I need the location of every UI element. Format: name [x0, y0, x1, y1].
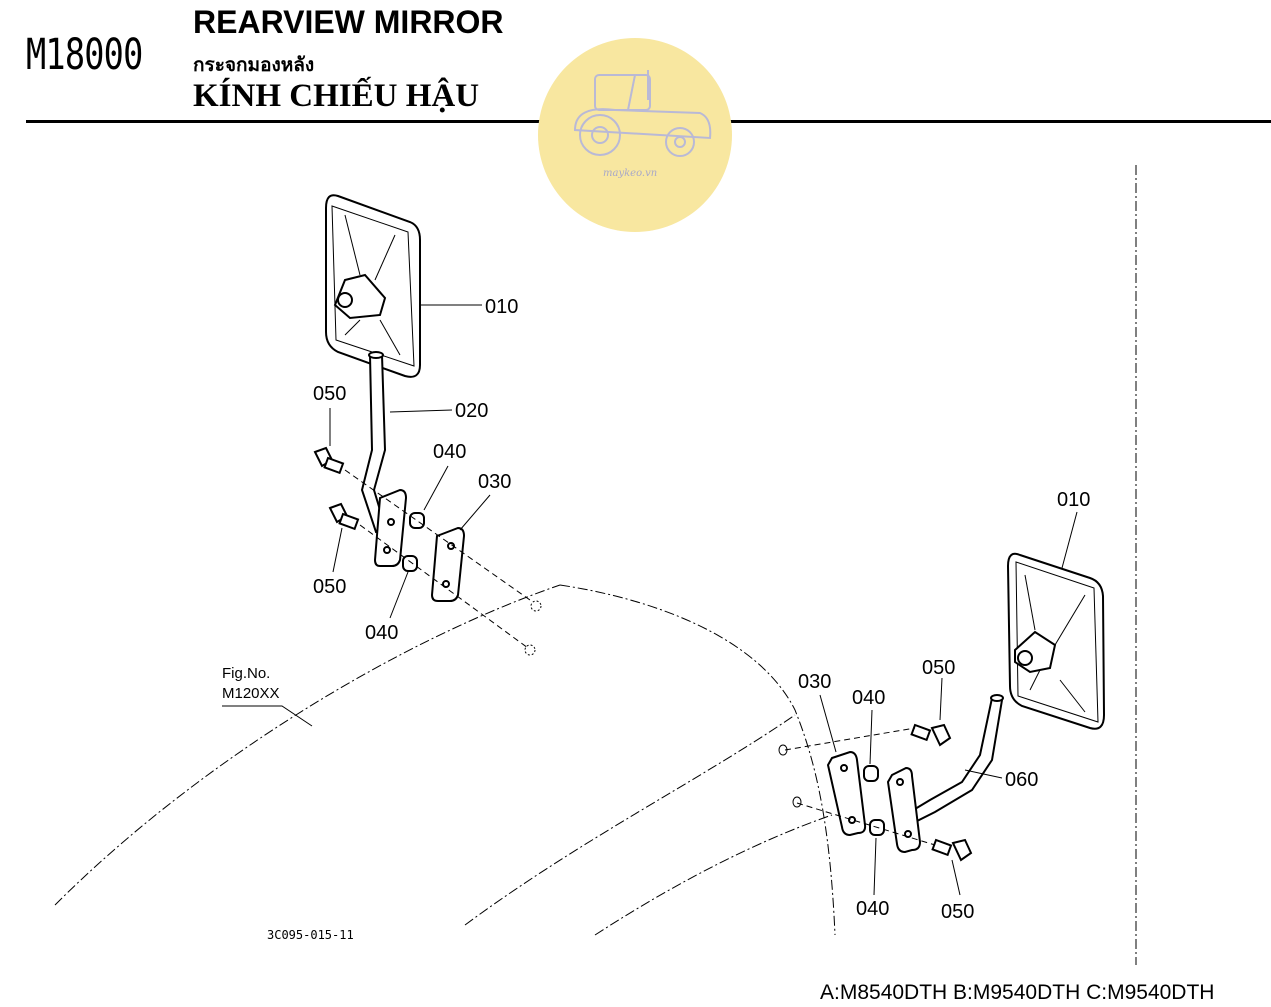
left-collar-bottom: [402, 555, 418, 572]
label-right-collar-bottom: 040: [856, 898, 889, 920]
right-bolt-bottom: [931, 838, 973, 862]
left-alignment-lines: [344, 469, 531, 649]
right-mirror-assembly: [826, 552, 1106, 862]
model-list: A:M8540DTH B:M9540DTH C:M9540DTH: [820, 981, 1215, 1004]
label-left-stay: 020: [455, 400, 488, 422]
label-right-collar-top: 040: [852, 687, 885, 709]
tractor-icon: [573, 70, 712, 157]
right-collar-top: [863, 765, 879, 782]
watermark-logo: maykeo.vn: [538, 38, 732, 232]
label-left-bolt-bottom: 050: [313, 576, 346, 598]
right-mount-hole-bottom: [792, 796, 802, 808]
label-left-mirror: 010: [485, 296, 518, 318]
left-plate-030: [430, 526, 466, 602]
right-leaders: [819, 511, 1078, 896]
right-bolt-top: [910, 723, 952, 747]
right-mirror-body: [1006, 552, 1106, 730]
right-stay: [908, 696, 1004, 824]
label-right-mirror: 010: [1057, 489, 1090, 511]
label-left-collar-bottom: 040: [365, 622, 398, 644]
left-stay-plate: [373, 488, 408, 567]
title-thai: กระจกมองหลัง: [193, 54, 315, 76]
left-mirror-shading: [344, 214, 401, 356]
figure-ref-label: Fig.No.: [222, 665, 270, 682]
figure-ref-number: M120XX: [222, 685, 280, 702]
label-right-bolt-top: 050: [922, 657, 955, 679]
right-stay-plate: [886, 766, 922, 854]
left-mirror-glass: [331, 205, 415, 367]
left-mirror-nut: [337, 292, 353, 308]
right-mirror-shading: [1024, 574, 1086, 713]
title-english: REARVIEW MIRROR: [193, 4, 504, 40]
left-bolt-top: [313, 446, 345, 475]
right-plate-030: [826, 750, 867, 837]
left-leaders: [329, 304, 491, 619]
left-collar-top: [409, 512, 425, 529]
label-right-bolt-bottom: 050: [941, 901, 974, 923]
left-mount-hole-bottom: [524, 644, 536, 656]
watermark-text: maykeo.vn: [603, 168, 657, 179]
drawing-code: 3C095-015-11: [267, 928, 354, 942]
left-bolt-bottom: [328, 502, 360, 531]
right-alignment-lines: [784, 727, 936, 846]
label-left-collar-top: 040: [433, 441, 466, 463]
cab-outline: [54, 165, 1137, 965]
figure-ref-leader: [222, 705, 313, 727]
part-group-code: M18000: [26, 30, 143, 80]
title-vietnamese: KÍNH CHIẾU HẬU: [193, 78, 480, 114]
label-right-plate: 030: [798, 671, 831, 693]
left-stay-end: [368, 351, 384, 359]
label-left-bolt-top: 050: [313, 383, 346, 405]
right-mount-hole-top: [778, 744, 788, 756]
label-right-stay: 060: [1005, 769, 1038, 791]
label-left-plate: 030: [478, 471, 511, 493]
left-mount-hole-top: [530, 600, 542, 612]
left-mirror-assembly: [313, 194, 466, 602]
